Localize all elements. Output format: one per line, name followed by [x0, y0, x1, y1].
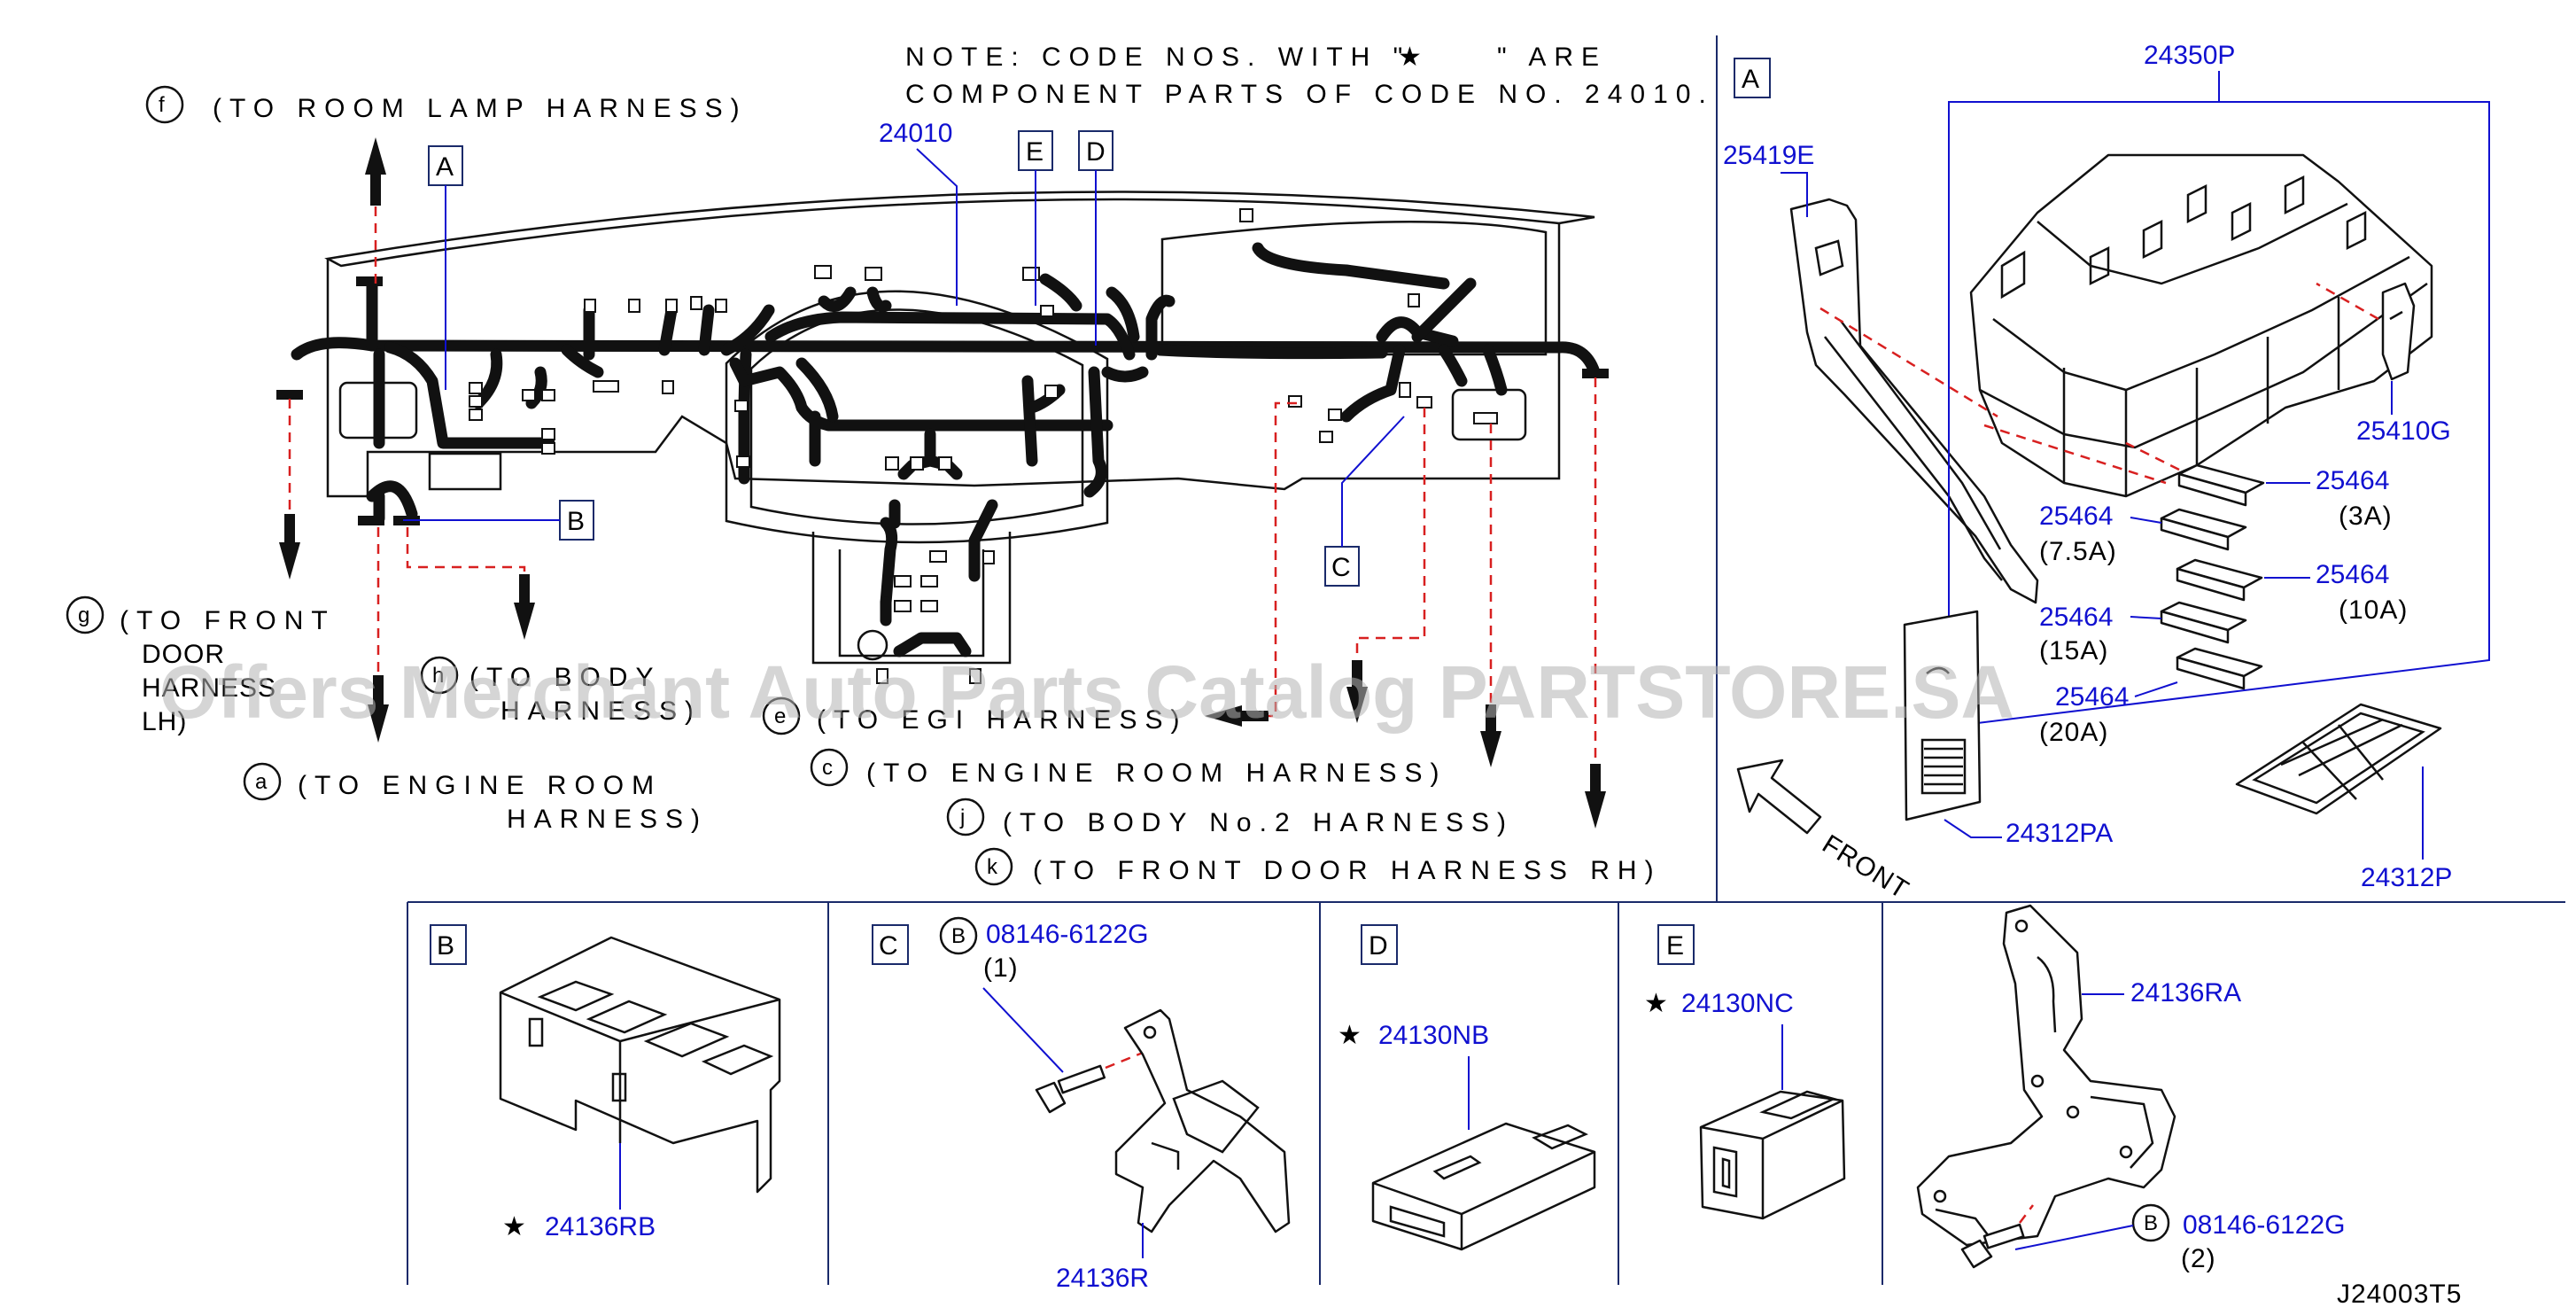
callout-box-e: E [1026, 137, 1044, 167]
rating-15a: (15A) [2039, 636, 2108, 665]
label-g-2: DOOR [142, 640, 225, 669]
part-08146-6122g-ra: 08146-6122G [2183, 1210, 2346, 1240]
wire-harness-24010 [291, 242, 1601, 658]
harness-target-h: h (TO BODY HARNESS) [420, 656, 702, 726]
label-g-4: LH) [142, 707, 187, 736]
bracket-25419e [1789, 198, 2039, 604]
harness-target-j: j (TO BODY No.2 HARNESS) [946, 798, 1514, 837]
callout-box-a: A [436, 152, 454, 182]
front-arrow: FRONT [1736, 759, 1914, 905]
part-25464-75a: 25464 [2039, 502, 2113, 531]
section-frames [407, 35, 2565, 1285]
harness-routes [279, 137, 1606, 829]
front-label: FRONT [1817, 829, 1913, 905]
note-line1-prefix: NOTE: CODE NOS. WITH " [905, 43, 1410, 72]
detail-c-box: C [879, 931, 898, 961]
label-c: (TO ENGINE ROOM HARNESS) [866, 759, 1447, 788]
rating-3a: (3A) [2339, 502, 2393, 531]
part-25464-15a: 25464 [2039, 603, 2113, 632]
letter-a: a [255, 770, 268, 794]
part-25464-20a: 25464 [2055, 682, 2129, 712]
fuse-3a [2177, 463, 2265, 507]
part-24312pa: 24312PA [2006, 819, 2113, 848]
label-h-2: HARNESS) [500, 696, 702, 726]
rating-10a: (10A) [2339, 595, 2408, 625]
letter-e: e [774, 704, 786, 728]
detail-b: B ★ 24136RB [430, 924, 781, 1241]
harness-target-f: f (TO ROOM LAMP HARNESS) [145, 85, 748, 124]
harness-target-g: g (TO FRONT DOOR HARNESS LH) [66, 595, 336, 736]
harness-target-e: e (TO EGI HARNESS) [762, 696, 1187, 735]
note-star: ★ [1398, 43, 1430, 72]
part-25419e: 25419E [1723, 141, 1814, 170]
callout-box-b: B [567, 507, 585, 536]
main-callout-boxes: A B C D E 24010 [403, 119, 1405, 587]
detail-ra-bolt-letter: B [2144, 1211, 2158, 1235]
part-24136rb: 24136RB [545, 1212, 656, 1241]
note-block: NOTE: CODE NOS. WITH " ★ " ARE COMPONENT… [905, 43, 1714, 109]
part-24136ra: 24136RA [2130, 978, 2241, 1008]
detail-d-box: D [1369, 931, 1388, 961]
part-24130nb: 24130NB [1378, 1021, 1489, 1050]
part-25464-10a: 25464 [2316, 560, 2389, 589]
label-g-1: (TO FRONT [120, 606, 336, 635]
fuse-puller-25410g [2381, 282, 2416, 381]
label-a-2: HARNESS) [507, 805, 708, 834]
detail-e-star: ★ [1644, 989, 1668, 1018]
label-j: (TO BODY No.2 HARNESS) [1003, 808, 1514, 837]
label-f: (TO ROOM LAMP HARNESS) [213, 94, 748, 123]
part-24312p: 24312P [2361, 863, 2452, 892]
harness-target-k: k (TO FRONT DOOR HARNESS RH) [974, 847, 1662, 886]
fuse-20a [2176, 647, 2263, 690]
part-25410g: 25410G [2356, 416, 2451, 446]
callout-box-c: C [1331, 553, 1351, 582]
detail-e-box: E [1666, 931, 1684, 961]
letter-c: c [822, 756, 833, 780]
fuse-10a [2176, 558, 2263, 602]
fuse-75a [2160, 508, 2247, 551]
part-24350p: 24350P [2144, 41, 2235, 70]
part-08146-6122g-c: 08146-6122G [986, 920, 1149, 949]
rating-75a: (7.5A) [2039, 537, 2117, 566]
part-24136r: 24136R [1056, 1264, 1149, 1293]
detail-c-bolt-letter: B [951, 924, 966, 948]
letter-j: j [959, 805, 965, 829]
detail-c: C B 08146-6122G (1) 24136R [872, 916, 1291, 1293]
label-a-1: (TO ENGINE ROOM [298, 771, 662, 800]
detail-b-star: ★ [502, 1212, 526, 1241]
letter-h: h [432, 664, 444, 688]
label-e: (TO EGI HARNESS) [817, 705, 1187, 735]
detail-e: E ★ 24130NC [1644, 924, 1846, 1220]
part-24010: 24010 [879, 119, 952, 148]
label-g-3: HARNESS [142, 673, 276, 703]
letter-g: g [78, 603, 89, 627]
callout-box-d: D [1086, 137, 1106, 167]
detail-d: D ★ 24130NB [1338, 924, 1596, 1251]
watermark: Offers Merchant Auto Parts Catalog PARTS… [159, 650, 2014, 734]
note-line1-suffix: " ARE [1497, 43, 1607, 72]
bolt-qty-ra: (2) [2181, 1244, 2216, 1273]
note-line2: COMPONENT PARTS OF CODE NO. 24010. [905, 80, 1714, 109]
fuse-15a [2160, 601, 2247, 644]
detail-b-box: B [437, 931, 454, 961]
harness-target-c: c (TO ENGINE ROOM HARNESS) [810, 748, 1447, 788]
label-k: (TO FRONT DOOR HARNESS RH) [1033, 856, 1662, 885]
harness-target-a: a (TO ENGINE ROOM HARNESS) [243, 762, 708, 834]
drawing-code: J24003T5 [2337, 1280, 2462, 1309]
detail-d-star: ★ [1338, 1021, 1362, 1050]
detail-a: A 25419E 24350P [1723, 41, 2490, 905]
part-25464-3a: 25464 [2316, 466, 2389, 495]
label-h-1: (TO BODY [469, 663, 661, 692]
part-24130nc: 24130NC [1681, 989, 1794, 1018]
letter-f: f [159, 93, 165, 117]
label-card-24312pa [1903, 610, 1982, 821]
cover-24312p [2235, 703, 2442, 815]
fuse-block-24350p [1969, 153, 2433, 498]
bolt-qty-c: (1) [983, 953, 1019, 983]
rating-20a: (20A) [2039, 718, 2108, 747]
detail-ra: 24136RA B 08146-6122G (2) [1916, 904, 2346, 1273]
detail-a-box: A [1742, 65, 1759, 94]
letter-k: k [987, 855, 998, 879]
